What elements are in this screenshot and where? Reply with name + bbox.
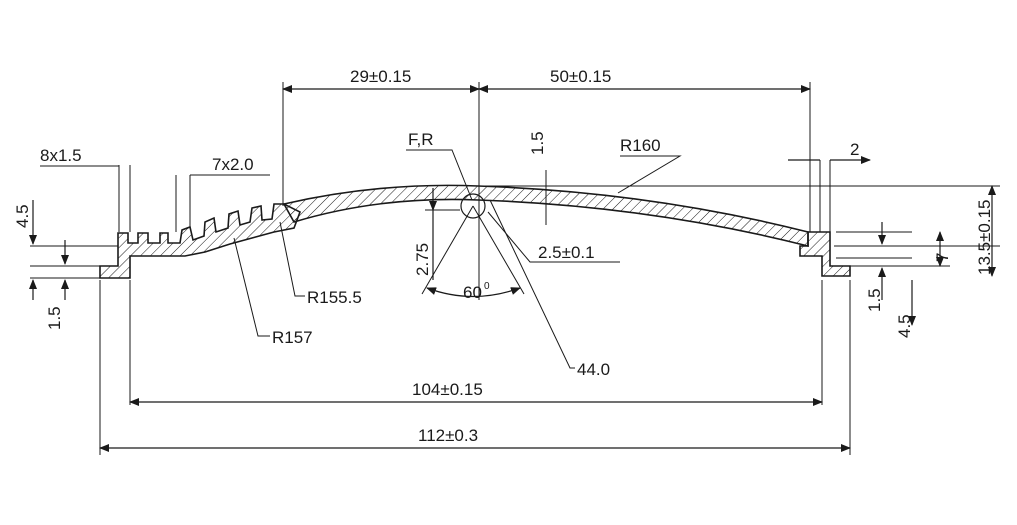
dim-44-0: 44.0 <box>577 360 610 379</box>
dim-4-5-left: 4.5 <box>13 204 32 228</box>
dim-r155-5: R155.5 <box>307 288 362 307</box>
dim-2: 2 <box>850 140 859 159</box>
left-fin-section <box>99 203 302 279</box>
dim-2-75: 2.75 <box>413 243 432 276</box>
dim-1-5-top: 1.5 <box>528 131 547 155</box>
dim-50: 50±0.15 <box>550 67 611 86</box>
dim-r157: R157 <box>272 328 313 347</box>
dim-r160: R160 <box>620 136 661 155</box>
dim-8x1-5: 8x1.5 <box>40 146 82 165</box>
dim-60-degree-unit: 0 <box>484 281 490 292</box>
dim-2-5: 2.5±0.1 <box>538 243 595 262</box>
dim-104: 104±0.15 <box>412 380 483 399</box>
dim-13-5: 13.5±0.15 <box>975 199 994 275</box>
right-flange-section <box>799 231 851 277</box>
dim-1-5-left: 1.5 <box>45 306 64 330</box>
dim-60-degree: 60 <box>463 283 482 302</box>
dim-29: 29±0.15 <box>350 67 411 86</box>
dimension-labels: 29±0.15 50±0.15 8x1.5 7x2.0 F,R R160 2 1… <box>13 67 994 445</box>
dim-f-r: F,R <box>408 130 434 149</box>
dimension-lines <box>29 85 996 452</box>
extension-lines <box>30 82 1000 455</box>
profile-cross-section <box>99 184 851 279</box>
dim-1-5-right: 1.5 <box>865 288 884 312</box>
dim-7: 7 <box>933 253 952 262</box>
dim-7x2-0: 7x2.0 <box>212 155 254 174</box>
dim-112: 112±0.3 <box>418 426 478 445</box>
center-notch-circle <box>460 193 486 219</box>
dim-4-5-right: 4.5 <box>895 314 914 338</box>
